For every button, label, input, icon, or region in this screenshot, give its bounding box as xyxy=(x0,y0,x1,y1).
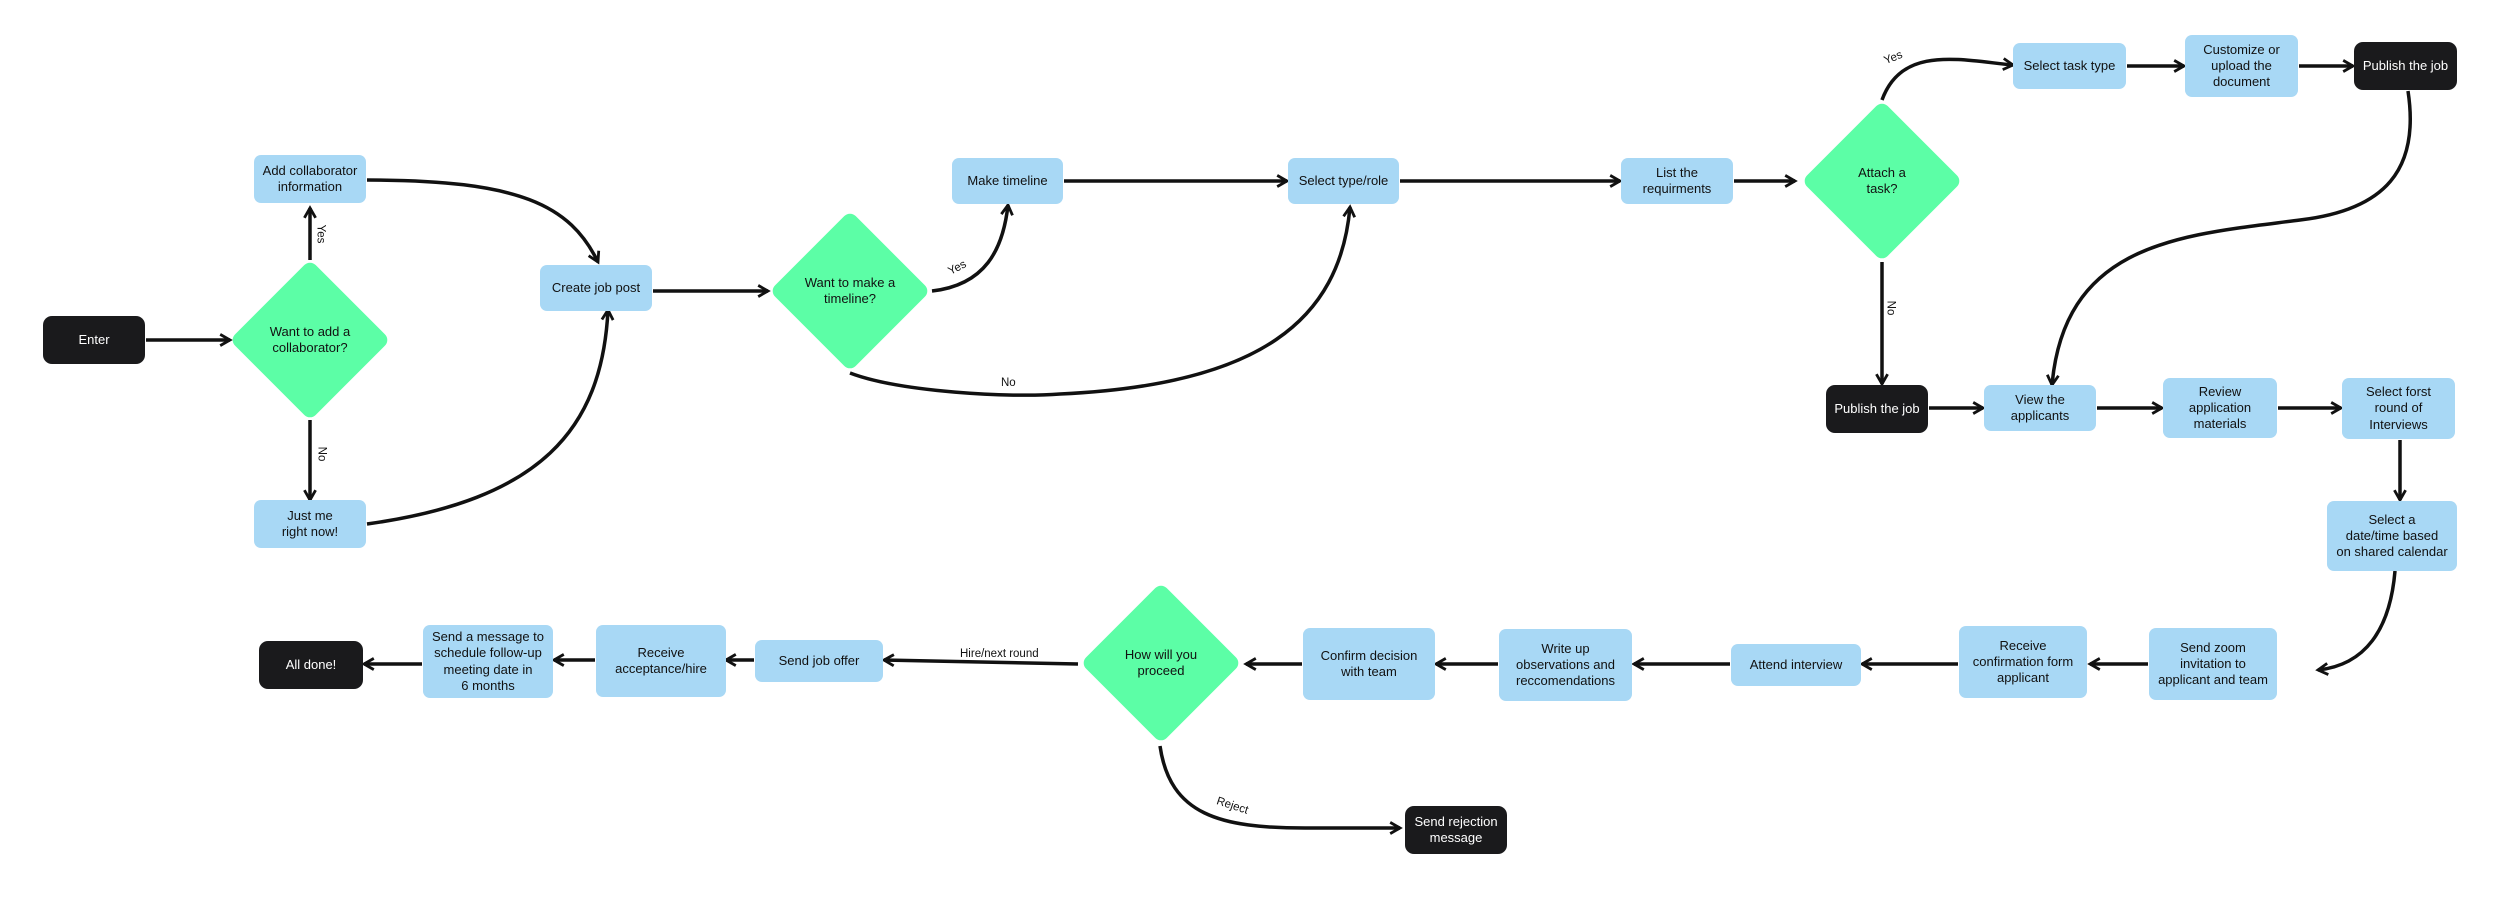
attach-task-label: Attach a task? xyxy=(1858,164,1906,196)
edge-label-no-task: No xyxy=(1884,300,1897,316)
enter-node: Enter xyxy=(43,316,145,364)
edge-label-yes-collaborator: Yes xyxy=(314,224,327,244)
all-done-node: All done! xyxy=(259,641,363,689)
write-observations-node: Write up observations and reccomendation… xyxy=(1499,629,1632,701)
arrow-task-yes-to-select-task-type xyxy=(1880,57,2016,101)
arrow-how-proceed-to-job-offer xyxy=(881,653,1079,668)
publish-job-mid-node: Publish the job xyxy=(1826,385,1928,433)
review-materials-node: Review application materials xyxy=(2163,378,2277,438)
list-requirements-node: List the requirments xyxy=(1621,158,1733,204)
just-me-node: Just me right now! xyxy=(254,500,366,548)
edge-label-no-timeline: No xyxy=(1001,377,1016,389)
arrow-timeline-no-to-select-type xyxy=(849,204,1356,397)
arrow-date-time-to-send-zoom xyxy=(2315,570,2397,676)
attend-interview-node: Attend interview xyxy=(1731,644,1861,686)
create-job-post-node: Create job post xyxy=(540,265,652,311)
arrow-just-me-to-create-post xyxy=(366,307,615,526)
how-proceed-label: How will you proceed xyxy=(1124,646,1198,678)
confirm-decision-node: Confirm decision with team xyxy=(1303,628,1435,700)
receive-acceptance-node: Receive acceptance/hire xyxy=(596,625,726,697)
edge-label-no-collaborator: No xyxy=(315,446,328,462)
arrow-how-proceed-to-rejection xyxy=(1158,745,1403,835)
arrow-add-collaborator-to-create-post xyxy=(366,178,601,265)
add-collaborator-node: Add collaborator information xyxy=(254,155,366,203)
edge-label-hire-next-round: Hire/next round xyxy=(960,648,1039,660)
select-first-round-node: Select forst round of Interviews xyxy=(2342,378,2455,439)
send-message-followup-node: Send a message to schedule follow-up mee… xyxy=(423,625,553,698)
make-timeline-node: Make timeline xyxy=(952,158,1063,204)
view-applicants-node: View the applicants xyxy=(1984,385,2096,431)
select-date-time-node: Select a date/time based on shared calen… xyxy=(2327,501,2457,571)
arrow-timeline-yes-to-make-timeline xyxy=(931,202,1014,293)
want-timeline-label: Want to make a timeline? xyxy=(804,274,896,306)
publish-job-top-node: Publish the job xyxy=(2354,42,2457,90)
receive-confirmation-node: Receive confirmation form applicant xyxy=(1959,626,2087,698)
customize-upload-node: Customize or upload the document xyxy=(2185,35,2298,97)
select-task-type-node: Select task type xyxy=(2013,43,2126,89)
arrow-publish-top-to-view-applicants xyxy=(2046,90,2413,388)
want-collaborator-label: Want to add a collaborator? xyxy=(269,323,351,355)
select-type-role-node: Select type/role xyxy=(1288,158,1399,204)
send-zoom-node: Send zoom invitation to applicant and te… xyxy=(2149,628,2277,700)
send-rejection-node: Send rejection message xyxy=(1405,806,1507,854)
send-job-offer-node: Send job offer xyxy=(755,640,883,682)
